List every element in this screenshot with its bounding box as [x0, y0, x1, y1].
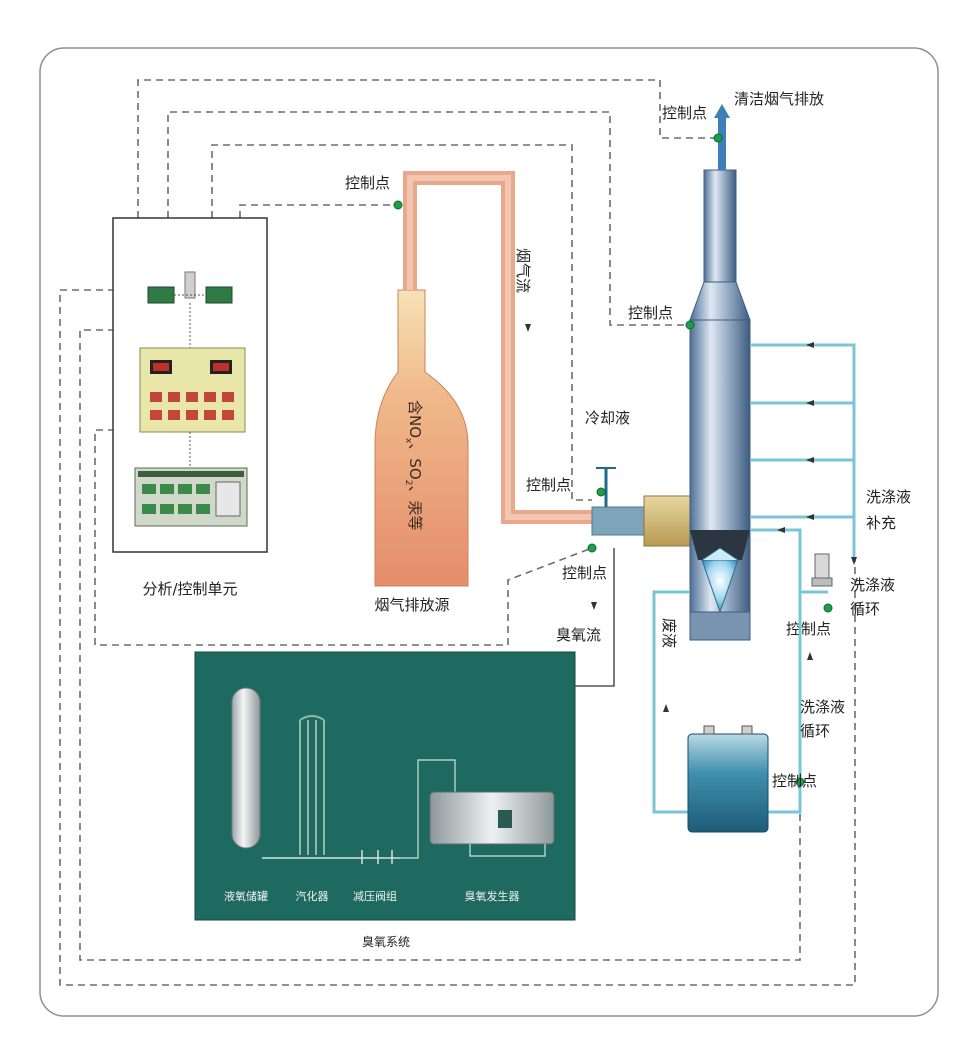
pressure-valve-label: 减压阀组: [353, 889, 397, 903]
wash-cycle-b-label-2: 循环: [800, 722, 830, 740]
vaporizer-label: 汽化器: [296, 889, 329, 903]
wash-cycle-label: 洗涤液: [850, 576, 895, 594]
cp-pump-label: 控制点: [786, 620, 831, 638]
outer-frame: [39, 47, 939, 1017]
wash-supply-label-2: 补充: [866, 514, 896, 532]
svg-text:含NOx、SO2、汞等: 含NOx、SO2、汞等: [403, 400, 424, 530]
control-point-tower: [685, 320, 695, 330]
control-point-top: [713, 133, 723, 143]
analysis-control-unit: [112, 217, 268, 553]
flue-flow-arrow: [525, 324, 531, 332]
flue-gas-source: 含NOx、SO2、汞等: [374, 289, 469, 587]
ozone-system-panel: [194, 651, 576, 921]
control-point-ozone-injection: [587, 543, 597, 553]
flue-flow-label: 烟气流: [514, 248, 532, 293]
ozone-system-label: 臭氧系统: [362, 934, 410, 949]
source-content-3: 、汞等: [406, 485, 424, 530]
wash-cycle-label-2: 循环: [850, 600, 880, 618]
control-signal-lines: [59, 79, 856, 986]
analysis-unit-label: 分析/控制单元: [142, 580, 237, 598]
wash-cycle-b-label: 洗涤液: [800, 698, 845, 716]
source-content-2: 、SO: [406, 443, 424, 479]
circulation-pump: [811, 553, 833, 587]
flue-source-label: 烟气排放源: [374, 596, 449, 614]
cp-tower-label: 控制点: [628, 304, 673, 322]
wash-supply-label: 洗涤液: [866, 488, 911, 506]
cp-tank-label: 控制点: [772, 772, 817, 790]
ozone-flow-label: 臭氧流: [556, 626, 601, 644]
cp-flue-label: 控制点: [345, 174, 390, 192]
wash-spray-headers: [750, 342, 856, 592]
coolant-label: 冷却液: [585, 409, 630, 427]
control-point-tank: [795, 777, 805, 787]
wash-liquid-tank: [687, 725, 769, 833]
drain-and-circulation-lines: [652, 590, 828, 814]
wash-supply-arrow: [851, 557, 857, 565]
cp-ozone-injection-label: 控制点: [562, 564, 607, 582]
quench-section: [591, 467, 691, 547]
scrubber-tower: [689, 169, 751, 641]
control-point-flue: [393, 200, 403, 210]
cp-top-label: 控制点: [662, 104, 707, 122]
ozone-flow-arrow: [591, 602, 597, 610]
clean-exhaust-label: 清洁烟气排放: [734, 90, 824, 108]
drain-label: 废液: [660, 618, 678, 648]
source-content-1: 含NO: [406, 400, 424, 438]
cp-quench-label: 控制点: [526, 476, 571, 494]
flue-gas-pipe: [403, 171, 592, 524]
control-point-pump: [823, 603, 833, 613]
ozone-generator-label: 臭氧发生器: [465, 889, 520, 903]
lox-tank-label: 液氧储罐: [224, 889, 268, 903]
control-point-quench: [596, 487, 606, 497]
